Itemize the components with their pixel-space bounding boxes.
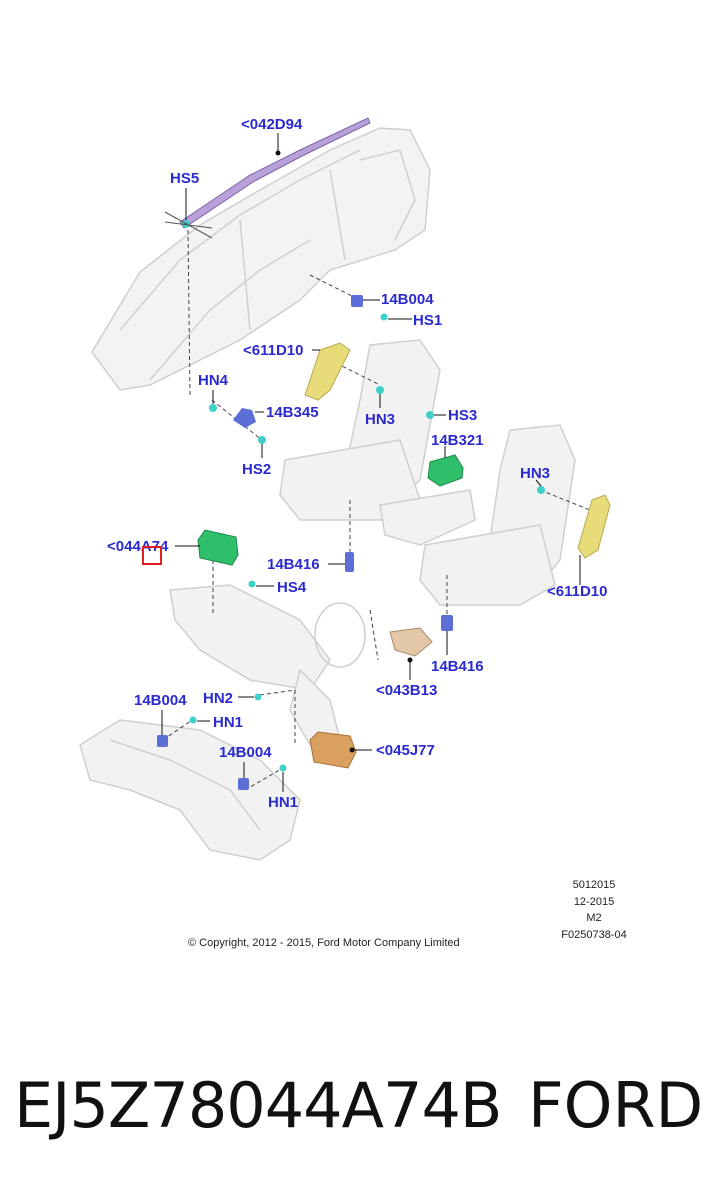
diagram-code: 5012015 bbox=[572, 879, 616, 891]
callout-611D10-left: <611D10 bbox=[243, 342, 304, 359]
connector-14B345 bbox=[233, 408, 256, 428]
clip-hn4 bbox=[209, 404, 217, 412]
diagram-figure-id: F0250738-04 bbox=[561, 929, 627, 941]
connector-14B004-left bbox=[157, 735, 168, 747]
diagram-revision: M2 bbox=[586, 912, 602, 924]
callout-hn2: HN2 bbox=[203, 690, 234, 707]
callout-14B004-bottom: 14B004 bbox=[219, 744, 272, 761]
callout-043B13: <043B13 bbox=[376, 682, 438, 699]
occupant-classification-module bbox=[427, 454, 464, 487]
clip-hn3-right bbox=[537, 486, 545, 494]
curtain-airbag bbox=[179, 117, 371, 229]
clip-hn1-bottom bbox=[279, 764, 287, 772]
connector-14B416-left bbox=[345, 552, 354, 572]
callout-045J77: <045J77 bbox=[376, 742, 435, 759]
brand-name: FORD bbox=[528, 1069, 704, 1142]
callout-14B416-left: 14B416 bbox=[267, 556, 320, 573]
callout-hs1: HS1 bbox=[413, 312, 443, 329]
leader-dot-043B13 bbox=[407, 657, 413, 663]
callout-14B416-right: 14B416 bbox=[431, 658, 484, 675]
clip-hs3 bbox=[426, 411, 434, 419]
callout-042D94: <042D94 bbox=[241, 116, 303, 133]
clip-hn2 bbox=[254, 693, 262, 701]
connector-14B416-right bbox=[441, 615, 453, 631]
airbag-exploded-diagram bbox=[79, 117, 611, 861]
callout-hs3: HS3 bbox=[448, 407, 478, 424]
part-number: EJ5Z78044A74B bbox=[14, 1069, 502, 1142]
vehicle-body-shell bbox=[91, 127, 431, 391]
passenger-airbag-module bbox=[309, 731, 357, 769]
instrument-panel bbox=[169, 584, 366, 746]
seat-side-airbag-right bbox=[577, 494, 611, 559]
callout-044A74: <044A74 bbox=[107, 538, 169, 555]
front-seat bbox=[279, 339, 476, 546]
copyright-notice: © Copyright, 2012 - 2015, Ford Motor Com… bbox=[188, 937, 460, 949]
callout-hs2: HS2 bbox=[242, 461, 272, 478]
front-subframe bbox=[79, 719, 301, 861]
callout-14B004-top: 14B004 bbox=[381, 291, 434, 308]
bracket-hs5 bbox=[164, 211, 213, 239]
callout-hn4: HN4 bbox=[198, 372, 229, 389]
clip-hs2 bbox=[258, 436, 266, 444]
clip-hn1-left bbox=[189, 716, 197, 724]
leader-dot-045J77 bbox=[349, 747, 355, 753]
seat-side-airbag-left bbox=[304, 342, 351, 401]
callout-hn1-bottom: HN1 bbox=[268, 794, 299, 811]
callout-hn1-left: HN1 bbox=[213, 714, 244, 731]
leader-hn3-right bbox=[535, 479, 542, 487]
callout-hs4: HS4 bbox=[277, 579, 307, 596]
callout-14B004-left: 14B004 bbox=[134, 692, 187, 709]
rear-seat bbox=[419, 424, 576, 606]
connector-14B004-top bbox=[351, 295, 363, 307]
diagram-date: 12-2015 bbox=[573, 896, 615, 908]
connector-14B004-bottom bbox=[238, 778, 249, 790]
selected-part-highlight[interactable] bbox=[142, 546, 162, 565]
driver-airbag-module bbox=[389, 627, 433, 657]
knee-airbag-module bbox=[197, 529, 239, 566]
callout-hs5: HS5 bbox=[170, 170, 200, 187]
leader-dot-042D94 bbox=[275, 150, 281, 156]
callout-hn3-right: HN3 bbox=[520, 465, 551, 482]
callout-14B321: 14B321 bbox=[431, 432, 484, 449]
clip-hs1 bbox=[380, 313, 388, 321]
callout-14B345: 14B345 bbox=[266, 404, 319, 421]
callout-611D10-right: <611D10 bbox=[547, 583, 608, 600]
callout-hn3-mid: HN3 bbox=[365, 411, 396, 428]
clip-hn3-mid bbox=[376, 386, 384, 394]
clip-hs4 bbox=[248, 580, 256, 588]
